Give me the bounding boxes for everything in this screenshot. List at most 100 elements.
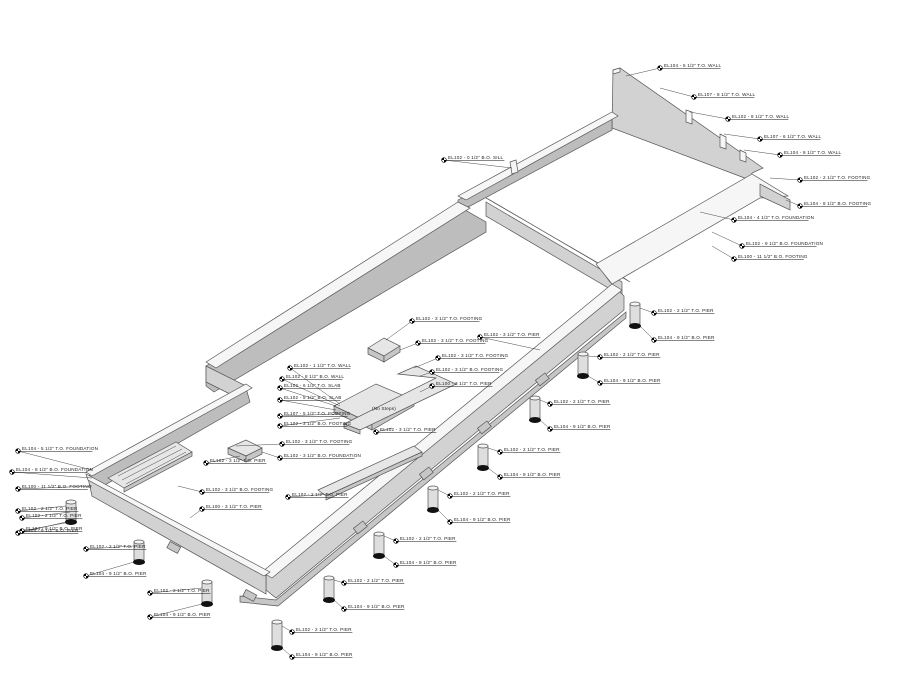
elevation-tag: EL104 - 9 1/2" B.O. PIER [333, 599, 405, 612]
elevation-tag: EL102 - 2 1/2" T.O. PIER [19, 511, 83, 521]
elevation-label: EL104 - 9 1/2" B.O. PIER [348, 604, 405, 609]
elevation-marker-fill [285, 494, 291, 500]
foundation-model: (No Steps) [65, 67, 791, 651]
elevation-marker-fill [341, 580, 347, 586]
elevation-tag: EL102 - 3 1/2" B.O. FOUNDATION [261, 451, 361, 461]
elevation-marker-fill [277, 385, 283, 391]
elevation-label: EL102 - 3 1/2" T.O. PIER [210, 458, 266, 463]
elevation-marker-fill [19, 515, 25, 521]
elevation-label: EL102 - 3 1/2" T.O. PIER [380, 427, 436, 432]
tag-leader-line [639, 325, 655, 341]
elevation-label: EL102 - 3 1/2" T.O. FOOTING [422, 338, 489, 343]
elevation-marker-fill [393, 538, 399, 544]
elevation-marker-fill [15, 486, 21, 492]
elevation-label: EL104 - 5 1/2" T.O. FOUNDATION [22, 446, 98, 451]
elevation-tag: EL107 - 5 1/2" T.O. FOOTING [277, 411, 350, 419]
elevation-tag: EL102 - 2 1/2" T.O. PIER [383, 535, 457, 544]
elevation-label: EL102 - 2 1/2" T.O. PIER [658, 308, 714, 313]
elevation-tag: EL102 - 3 1/2" T.O. FOOTING [399, 338, 489, 351]
elevation-marker-fill [15, 448, 21, 454]
tag-leader-line [659, 87, 695, 98]
tag-leader-line [17, 505, 67, 512]
elevation-tag: EL100 - 11 1/2" B.O. FOOTING [15, 484, 93, 492]
elevation-tag: EL100 - 3 1/2" T.O. PIER [189, 504, 263, 519]
elevation-label: EL102 - 2 1/2" T.O. PIER [454, 491, 510, 496]
tag-leader-line [205, 455, 241, 464]
elevation-label: EL102 - 1 1/2" T.O. WALL [294, 363, 351, 368]
elevation-label: EL100 - 11 1/2" B.O. FOOTING [22, 484, 92, 489]
tag-leader-line [11, 471, 93, 479]
elevation-tag: EL100 - 3 1/2" T.O. PIER [419, 381, 493, 393]
elevation-tag: EL104 - 9 1/2" B.O. PIER [487, 467, 561, 480]
elevation-marker-fill [277, 455, 283, 461]
elevation-tag: EL104 - 4 1/2" T.O. FOUNDATION [699, 211, 814, 223]
tag-leader-line [723, 133, 761, 140]
tag-leader-line [413, 357, 439, 369]
elevation-tag: EL102 - 5 1/2" B.O. SLAB [277, 395, 341, 411]
elevation-marker-fill [289, 629, 295, 635]
elevation-tag: EL102 - 3 1/2" B.O. FOOTING [177, 485, 274, 495]
elevation-label: EL102 - 2 1/2" T.O. PIER [90, 544, 146, 549]
elevation-tag: EL102 - 2 1/2" T.O. PIER [285, 492, 349, 500]
elevation-label: EL102 - 3 1/2" T.O. FOOTING [286, 439, 353, 444]
elevation-label: EL104 - 9 1/2" B.O. PIER [26, 526, 83, 531]
tag-leader-line [281, 378, 341, 407]
rear-tall-wall-face [611, 67, 764, 181]
elevation-label: EL102 - 6 1/2" T.O. SLAB [284, 383, 341, 388]
elevation-tag: EL102 - 8 1/2" B.O. WALL [279, 374, 344, 407]
elevation-tag: EL102 - 2 1/2" T.O. FOOTING [769, 175, 870, 183]
elevation-marker-fill [447, 519, 453, 525]
elevation-label: EL102 - 2 1/2" T.O. PIER [604, 352, 660, 357]
elevation-marker-fill [797, 177, 803, 183]
elevation-tag: EL104 - 9 1/2" B.O. PIER [437, 509, 511, 525]
elevation-label: EL104 - 9 1/2" B.O. PIER [154, 612, 211, 617]
elevation-marker-fill [203, 460, 209, 466]
elevation-label: EL102 - 2 1/2" T.O. PIER [154, 588, 210, 593]
elevation-marker-fill [279, 441, 285, 447]
tag-leader-line [17, 450, 93, 471]
elevation-tag: EL102 - 3 1/2" T.O. FOOTING [413, 353, 508, 369]
elevation-marker-fill [9, 469, 15, 475]
tag-leader-line [85, 561, 135, 577]
elevation-tag: EL104 - 9 1/2" B.O. PIER [383, 555, 457, 568]
elevation-label: EL102 - 0 1/2" B.O. SILL [448, 155, 503, 160]
elevation-label: EL102 - 3 1/2" B.O. FOOTING [206, 487, 274, 492]
elevation-marker-fill [341, 606, 347, 612]
elevation-label: EL102 - 2 1/2" T.O. PIER [296, 627, 352, 632]
elevation-label: EL102 - 2 1/2" T.O. PIER [400, 536, 456, 541]
tag-leader-line [21, 511, 71, 519]
pier-5 [323, 575, 335, 603]
elevation-label: EL104 - 8 1/2" B.O. FOOTING [804, 201, 872, 206]
elevation-tag: EL104 - 5 1/2" T.O. WALL [625, 63, 721, 77]
elevation-label: EL104 - 9 1/2" B.O. PIER [504, 472, 561, 477]
pier-10 [577, 351, 589, 379]
elevation-label: EL104 - 8 1/2" T.O. WALL [784, 150, 841, 155]
pier-3 [201, 579, 213, 607]
elevation-marker-fill [147, 614, 153, 620]
step-pad [107, 441, 193, 493]
elevation-tag: EL102 - 6 1/2" T.O. SLAB [277, 383, 341, 407]
elevation-tag: EL102 - 3 1/2" T.O. PIER [373, 427, 437, 435]
elevation-tag: EL102 - 3 1/2" T.O. FOOTING [385, 316, 482, 341]
elevation-marker-fill [83, 573, 89, 579]
elevation-marker-fill [429, 383, 435, 389]
pier-4 [271, 619, 283, 651]
elevation-marker-fill [441, 157, 447, 163]
far-left-wall-top [85, 383, 253, 477]
elevation-label: EL102 - 2 1/2" T.O. PIER [348, 578, 404, 583]
pier-11 [629, 301, 641, 329]
elevation-tag: EL104 - 9 1/2" B.O. PIER [83, 561, 147, 579]
elevation-label: EL104 - 9 1/2" B.O. PIER [90, 571, 147, 576]
elevation-marker-fill [83, 546, 89, 552]
tag-leader-line [235, 443, 283, 447]
elevation-label: EL102 - 2 1/2" T.O. PIER [22, 506, 78, 511]
elevation-marker-fill [147, 590, 153, 596]
elevation-marker-fill [731, 256, 737, 262]
elevation-tag: EL107 - 8 1/2" T.O. WALL [659, 87, 755, 100]
elevation-marker-fill [547, 426, 553, 432]
tag-leader-line [279, 387, 337, 407]
elevation-marker-fill [725, 116, 731, 122]
rear-wall-step-1 [685, 109, 693, 125]
rear-wall-step-3 [739, 149, 747, 163]
